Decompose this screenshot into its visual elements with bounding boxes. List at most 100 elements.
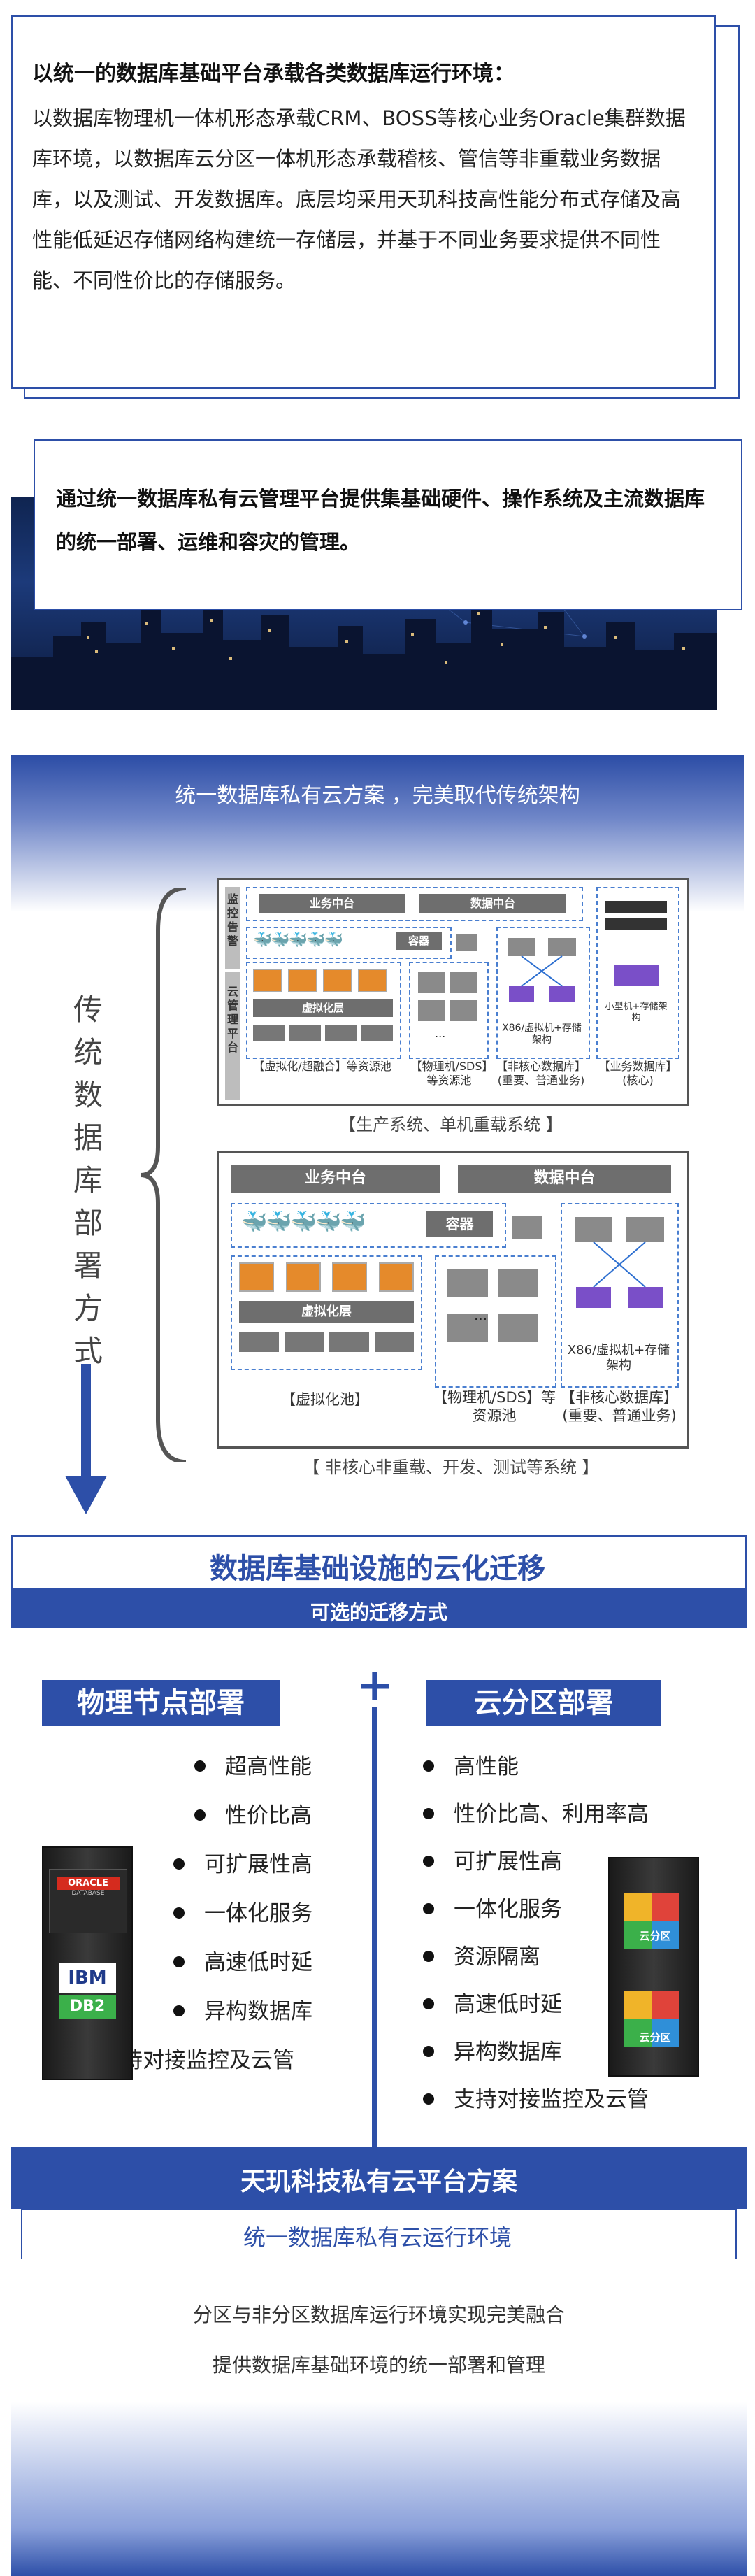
ibm-logo: IBM — [59, 1963, 116, 1993]
vertical-label: 传 统 数 据 库 部 署 方 式 — [67, 986, 109, 1370]
right-feature-list: 高性能 性价比高、利用率高 可扩展性高 一体化服务 资源隔离 高速低时延 异构数… — [423, 1749, 649, 2129]
bottom-physical-cubes — [447, 1269, 545, 1342]
vertical-char: 数 — [73, 1078, 103, 1112]
bullet-icon — [423, 1760, 434, 1772]
bullet-icon — [173, 2005, 185, 2016]
oracle-logo: ORACLE — [57, 1877, 120, 1890]
vm-icon — [239, 1262, 274, 1292]
device-panel: ORACLE DATABASE — [49, 1869, 127, 1933]
section1-frame — [11, 15, 716, 389]
bottom-container-dashed — [231, 1203, 506, 1248]
bottom-container-label: 容器 — [426, 1211, 493, 1237]
bottom-container-whales-icon: 🐳🐳🐳🐳🐳 — [241, 1210, 366, 1234]
vertical-char: 统 — [73, 1035, 103, 1069]
feature-item: 一体化服务 — [173, 1895, 312, 1944]
bottom-server-row — [239, 1332, 414, 1352]
bottom-virtual-dashed — [231, 1255, 422, 1370]
footer-gradient — [11, 2259, 747, 2576]
feature-item: 性价比高 — [194, 1798, 312, 1846]
bullet-icon — [423, 1950, 434, 1962]
physical-server-device: ORACLE DATABASE IBM DB2 — [42, 1846, 133, 2080]
server-cube-icon — [447, 1314, 488, 1342]
feature-item: 支持对接监控及云管 — [423, 2082, 649, 2129]
bottom-virtual-label: 【虚拟化池】 — [281, 1391, 369, 1408]
top-business-db-label: 【业务数据库】(核心) — [598, 1060, 677, 1087]
bullet-icon — [423, 2045, 434, 2057]
bottom-virtual-layer: 虚拟化层 — [239, 1301, 414, 1323]
server-icon — [361, 1025, 393, 1041]
feature-item: 资源隔离 — [423, 1939, 649, 1986]
feature-item: 高速低时延 — [423, 1986, 649, 2034]
monitoring-side-label: 监控告警 — [225, 887, 240, 969]
feature-item: 可扩展性高 — [173, 1846, 312, 1895]
vertical-char: 式 — [73, 1334, 103, 1368]
server-cube-icon — [498, 1269, 538, 1297]
bottom-caption: 【 非核心非重载、开发、测试等系统 】 — [303, 1458, 599, 1477]
bottom-noncore-label: 【非核心数据库】(重要、普通业务) — [561, 1389, 678, 1424]
feature-item: 可扩展性高 — [423, 1844, 649, 1891]
bottom-physical-dashed — [435, 1255, 556, 1388]
footer-line-2: 提供数据库基础环境的统一部署和管理 — [212, 2354, 545, 2377]
bottom-x86-label: X86/虚拟机+存储架构 — [567, 1343, 670, 1373]
top-container-dashed — [246, 927, 452, 959]
bullet-icon — [194, 1809, 206, 1821]
top-virtual-label: 【虚拟化/超融合】等资源池 — [253, 1060, 391, 1073]
server-cube-icon — [447, 1269, 488, 1297]
skyline-graphic — [11, 522, 717, 710]
cloud-partition-device: 云分区 云分区 — [608, 1857, 699, 2077]
top-physical-cubes — [418, 972, 477, 1021]
server-icon — [325, 1025, 357, 1041]
bottom-physical-label: 【物理机/SDS】等资源池 — [433, 1389, 556, 1424]
vm-icon — [378, 1262, 414, 1292]
bottom-x86-dashed — [561, 1203, 679, 1388]
top-ellipsis: ... — [435, 1027, 446, 1040]
bullet-icon — [423, 1998, 434, 2009]
feature-item: 超高性能 — [194, 1749, 312, 1798]
top-virtual-dashed — [246, 962, 401, 1059]
top-noncore-label: 【非核心数据库】(重要、普通业务) — [496, 1060, 586, 1087]
top-business-bar: 业务中台 — [259, 894, 405, 913]
partition-label-top: 云分区 — [639, 1930, 671, 1942]
vm-icon — [323, 969, 352, 992]
vertical-char: 据 — [73, 1120, 103, 1155]
feature-item: 高性能 — [423, 1749, 649, 1796]
server-cube-icon — [498, 1314, 538, 1342]
server-icon — [289, 1025, 321, 1041]
server-icon — [284, 1332, 324, 1352]
architecture-title: 统一数据库私有云方案 ，完美取代传统架构 — [175, 783, 580, 808]
vm-icon — [285, 1262, 321, 1292]
bullet-icon — [423, 1902, 434, 1914]
bottom-x86-topology-icon — [575, 1217, 664, 1308]
top-physical-label: 【物理机/SDS】等资源池 — [410, 1060, 488, 1087]
left-feature-list: 超高性能 性价比高 可扩展性高 一体化服务 高速低时延 异构数据库 支持对接监控… — [69, 1749, 312, 2091]
bottom-business-bar: 业务中台 — [231, 1165, 440, 1193]
footer-line-1: 分区与非分区数据库运行环境实现完美融合 — [192, 2303, 565, 2326]
vm-icon — [253, 969, 282, 992]
top-server-row — [253, 1025, 393, 1041]
feature-item: 一体化服务 — [423, 1891, 649, 1939]
feature-item: 高速低时延 — [173, 1944, 312, 1993]
center-divider — [372, 1707, 378, 2154]
curly-brace — [140, 888, 187, 1462]
db2-logo: DB2 — [59, 1995, 116, 2019]
server-icon — [253, 1025, 285, 1041]
top-virtual-layer: 虚拟化层 — [253, 999, 393, 1017]
top-x86-dashed — [496, 927, 590, 1059]
vertical-char: 部 — [73, 1206, 103, 1240]
bullet-icon — [423, 2093, 434, 2105]
feature-item: 异构数据库 — [423, 2034, 649, 2082]
bottom-vm-row — [239, 1262, 414, 1292]
top-caption: 【生产系统、单机重载系统 】 — [339, 1115, 563, 1134]
solution-title-bar — [11, 2147, 747, 2209]
top-small-label: 小型机+存储架构 — [605, 1002, 668, 1023]
migration-title: 数据库基础设施的云化迁移 — [210, 1553, 545, 1585]
vertical-char: 传 — [73, 992, 103, 1027]
arrow-down-icon — [65, 1364, 107, 1514]
bottom-ellipsis: ... — [474, 1307, 488, 1323]
server-icon — [239, 1332, 279, 1352]
storage-array-icon — [614, 965, 659, 986]
server-cube-icon — [418, 1000, 445, 1021]
top-x86-label: X86/虚拟机+存储架构 — [502, 1023, 582, 1046]
top-container-whales-icon: 🐳🐳🐳🐳🐳 — [253, 932, 343, 949]
migration-subtitle: 可选的迁移方式 — [310, 1601, 447, 1624]
